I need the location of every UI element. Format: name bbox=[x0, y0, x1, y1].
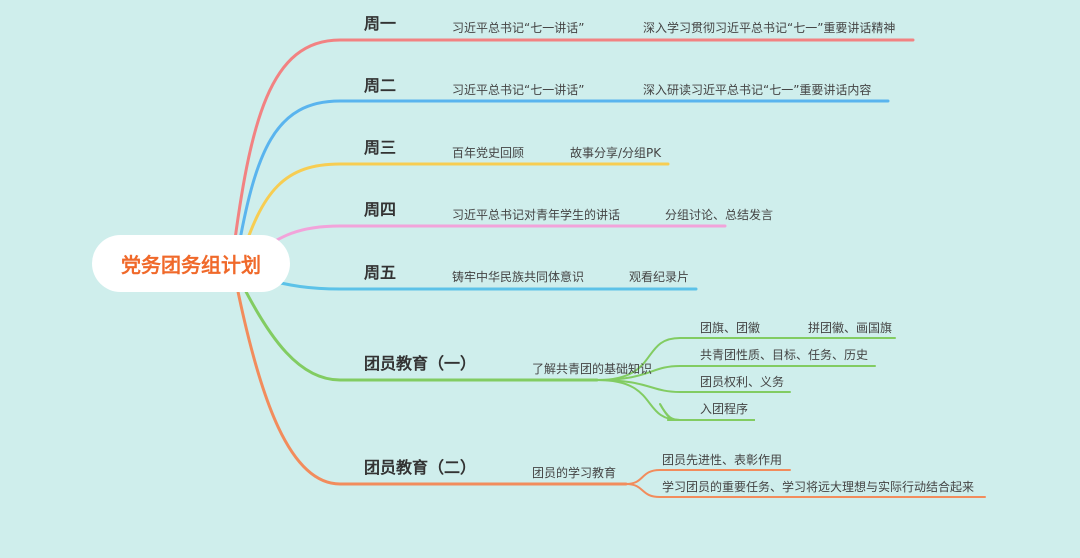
branch-title-tue[interactable]: 周二 bbox=[364, 76, 397, 95]
leaf[interactable]: 深入学习贯彻习近平总书记“七一”重要讲话精神 bbox=[643, 21, 896, 35]
leaf[interactable]: 习近平总书记“七一讲话” bbox=[452, 83, 585, 97]
leaf[interactable]: 团旗、团徽 bbox=[700, 321, 761, 335]
connector-edu1-b bbox=[596, 365, 876, 381]
connector-edu2 bbox=[234, 280, 628, 486]
leaf[interactable]: 团员先进性、表彰作用 bbox=[662, 453, 783, 467]
branch-title-edu2[interactable]: 团员教育（二） bbox=[364, 458, 477, 477]
root-node[interactable]: 党务团务组计划 bbox=[92, 235, 290, 292]
branch-title-edu1[interactable]: 团员教育（一） bbox=[364, 354, 477, 373]
leaf[interactable]: 学习团员的重要任务、学习将远大理想与实际行动结合起来 bbox=[662, 480, 975, 494]
leaf[interactable]: 入团程序 bbox=[700, 402, 749, 416]
leaf[interactable]: 共青团性质、目标、任务、历史 bbox=[700, 348, 869, 362]
leaf[interactable]: 分组讨论、总结发言 bbox=[665, 208, 774, 222]
branch-title-wed[interactable]: 周三 bbox=[364, 138, 397, 157]
connector-tue bbox=[234, 99, 890, 264]
leaf[interactable]: 百年党史回顾 bbox=[452, 146, 525, 160]
leaf[interactable]: 深入研读习近平总书记“七一”重要讲话内容 bbox=[643, 83, 872, 97]
topic[interactable]: 团员的学习教育 bbox=[532, 466, 617, 480]
root-label: 党务团务组计划 bbox=[121, 253, 261, 277]
leaf[interactable]: 故事分享/分组PK bbox=[570, 146, 662, 160]
leaf[interactable]: 团员权利、义务 bbox=[700, 375, 785, 389]
leaf[interactable]: 习近平总书记对青年学生的讲话 bbox=[452, 208, 621, 222]
connector-edu1 bbox=[238, 278, 599, 382]
leaf[interactable]: 拼团徽、画国旗 bbox=[808, 321, 893, 335]
topic[interactable]: 了解共青团的基础知识 bbox=[532, 362, 653, 376]
leaf[interactable]: 铸牢中华民族共同体意识 bbox=[452, 270, 585, 284]
branch-title-fri[interactable]: 周五 bbox=[364, 263, 397, 282]
leaf[interactable]: 观看纪录片 bbox=[629, 270, 690, 284]
connector-edu1-a bbox=[596, 337, 896, 381]
branch-title-thu[interactable]: 周四 bbox=[364, 200, 397, 219]
leaf[interactable]: 习近平总书记“七一讲话” bbox=[452, 21, 585, 35]
connector-mon bbox=[230, 38, 915, 264]
connector-edu2-b bbox=[625, 483, 986, 498]
branch-title-mon[interactable]: 周一 bbox=[364, 14, 397, 33]
